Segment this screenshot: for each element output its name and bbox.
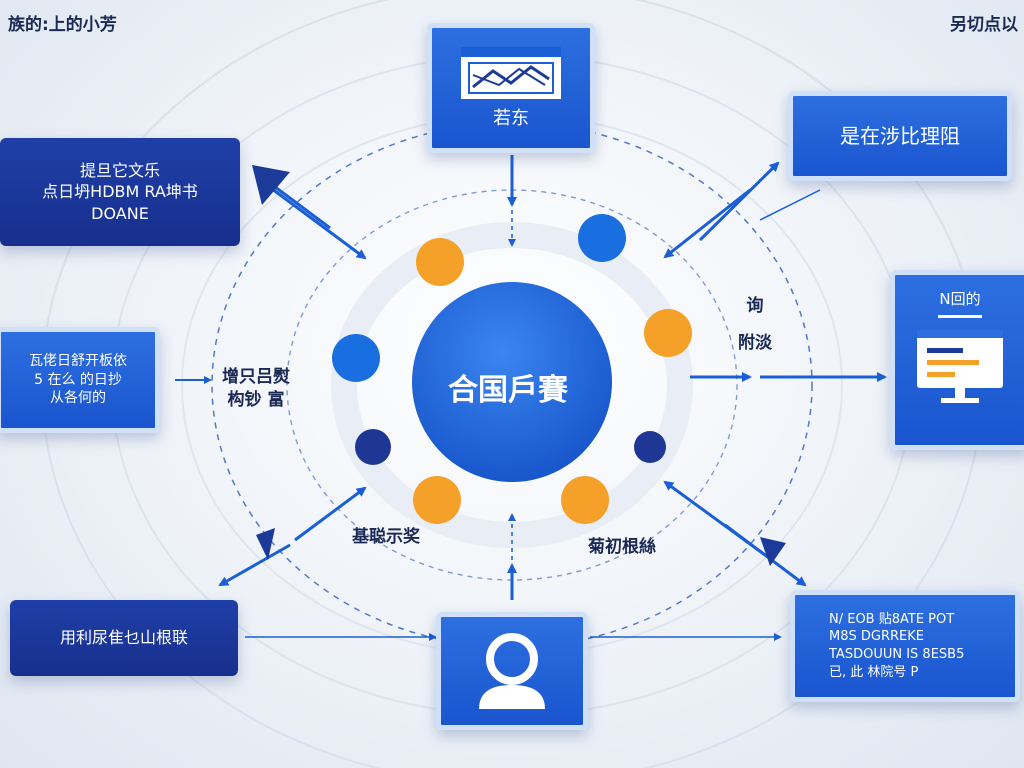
top-right-box[interactable]: 是在涉比理阻 bbox=[788, 91, 1012, 181]
arrow-bottomleft-out bbox=[218, 543, 291, 587]
connector-arrows bbox=[175, 155, 912, 641]
orbit-dot bbox=[413, 476, 461, 524]
arrow-topright-out bbox=[698, 161, 780, 242]
top-left-box-line: 点日坍HDBM RA坤书 bbox=[42, 182, 198, 202]
bottom-left-box[interactable]: 用利尿隹乜山根联 bbox=[10, 600, 238, 676]
right-box-title-underline bbox=[938, 315, 982, 319]
right-box-title: N回的 bbox=[939, 290, 981, 308]
ring-label-right: 询 附淡 bbox=[738, 295, 772, 355]
ring-label-right-line: 附淡 bbox=[738, 332, 772, 353]
orbit-dots bbox=[332, 214, 692, 524]
bottom-right-box[interactable]: N/ EOB 贴8ATE POT M8S DGRREKE TASDOUUN IS… bbox=[790, 590, 1020, 702]
user-avatar-icon bbox=[479, 633, 545, 709]
arrow-bottomright-in bbox=[663, 480, 766, 557]
arrow-bottomleft-in bbox=[294, 486, 367, 542]
corner-title-left: 族的:上的小芳 bbox=[8, 15, 117, 35]
top-left-box-line: DOANE bbox=[91, 203, 149, 223]
hub-label: 合国戶賽 bbox=[448, 373, 568, 408]
arrow-topright-in bbox=[663, 188, 751, 259]
orbit-dot bbox=[561, 476, 609, 524]
monitor-dashboard-icon bbox=[917, 330, 1003, 404]
left-box-line: 从各何的 bbox=[50, 390, 106, 407]
orbit-dot bbox=[644, 309, 692, 357]
right-box[interactable]: N回的 bbox=[890, 270, 1024, 450]
top-box-label: 若东 bbox=[493, 107, 529, 129]
bottom-right-box-line: M8S DGRREKE bbox=[829, 629, 924, 645]
corner-title-right: 另切点以 bbox=[950, 15, 1018, 35]
left-box[interactable]: 瓦佬日舒开板依 5 在么 的日抄 从各何的 bbox=[0, 327, 160, 433]
bottom-center-box[interactable] bbox=[436, 612, 588, 730]
hub-circle bbox=[412, 282, 612, 482]
arrow-topright-thin bbox=[759, 189, 821, 221]
left-box-line: 5 在么 的日抄 bbox=[34, 371, 122, 388]
ring-label-left-line: 增只吕熨 bbox=[222, 367, 290, 387]
orbit-dot bbox=[355, 429, 391, 465]
bottom-right-box-line: 已, 此 林院号 P bbox=[829, 664, 919, 680]
arrow-topleft-in bbox=[259, 178, 367, 260]
top-right-box-label: 是在涉比理阻 bbox=[840, 123, 960, 148]
ring-label-right-line: 询 bbox=[746, 296, 764, 316]
bottom-right-box-line: TASDOUUN IS 8ESB5 bbox=[829, 647, 965, 662]
chart-window-icon bbox=[461, 46, 561, 99]
bottom-left-box-label: 用利尿隹乜山根联 bbox=[59, 628, 188, 648]
orbit-dot bbox=[578, 214, 626, 262]
ring-label-left-line: 构钞 富 bbox=[227, 389, 285, 410]
top-left-box[interactable]: 提旦它文乐 点日坍HDBM RA坤书 DOANE bbox=[0, 138, 240, 246]
top-left-box-line: 提旦它文乐 bbox=[79, 160, 160, 180]
orbit-dot bbox=[416, 238, 464, 286]
bottom-right-box-line: N/ EOB 贴8ATE POT bbox=[829, 611, 955, 627]
ring-label-bottom-left: 基聪示奖 bbox=[352, 527, 420, 547]
ring-label-left: 增只吕熨 构钞 富 bbox=[222, 366, 290, 412]
top-box[interactable]: 若东 bbox=[427, 23, 595, 153]
orbit-dot bbox=[634, 431, 666, 463]
ring-label-bottom-right: 菊初根絲 bbox=[588, 537, 656, 557]
orbit-dot bbox=[332, 334, 380, 382]
left-box-line: 瓦佬日舒开板依 bbox=[29, 352, 127, 369]
